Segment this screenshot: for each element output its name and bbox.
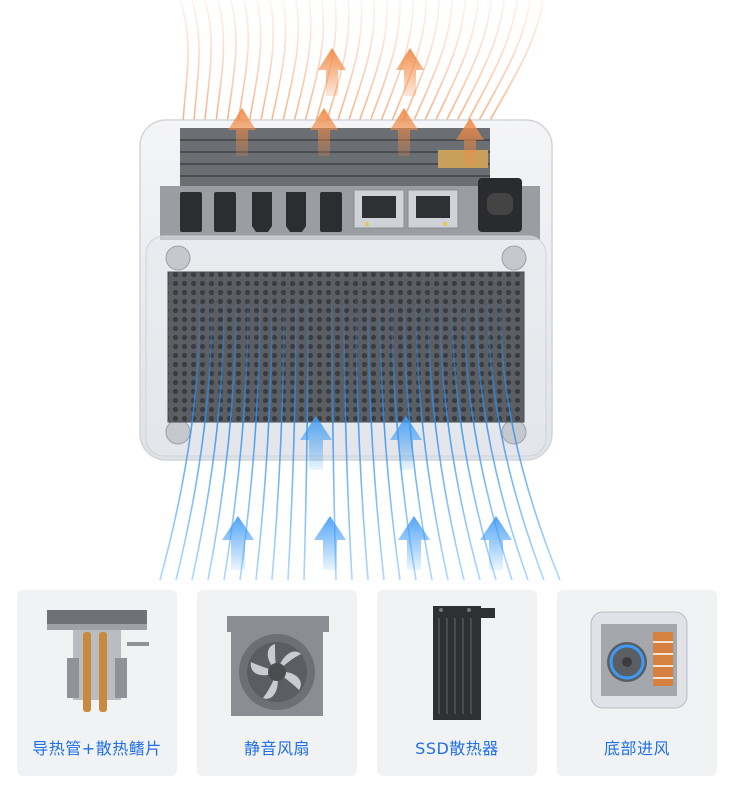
mini-pc-airflow-illustration [139, 0, 561, 581]
feature-label: 导热管+散热鳍片 [32, 739, 162, 758]
feature-label: SSD散热器 [415, 739, 499, 758]
hdmi-port-icons [252, 192, 306, 232]
feature-cards: 导热管+散热鳍片 静音风扇 [17, 590, 717, 776]
rubber-foot [165, 245, 191, 271]
rubber-foot [501, 245, 527, 271]
silent-fan-icon [227, 616, 329, 716]
cool-air-arrow-icons [222, 416, 512, 570]
hot-air-arrow-icons [228, 48, 484, 166]
power-port-icon [478, 178, 522, 232]
feature-card-bottom-intake: 底部进风 [557, 590, 717, 776]
ssd-heatsink-icon [433, 606, 495, 720]
rubber-foot [165, 419, 191, 445]
feature-label: 静音风扇 [243, 739, 310, 758]
usb-port-icons [180, 192, 342, 232]
bottom-intake-icon [590, 611, 688, 709]
feature-card-heat-pipe: 导热管+散热鳍片 [17, 590, 177, 776]
feature-card-ssd-heatsink: SSD散热器 [377, 590, 537, 776]
feature-card-silent-fan: 静音风扇 [197, 590, 357, 776]
ethernet-port-icons [353, 189, 459, 229]
feature-label: 底部进风 [603, 739, 670, 758]
heat-pipe-fins-icon [47, 610, 149, 712]
